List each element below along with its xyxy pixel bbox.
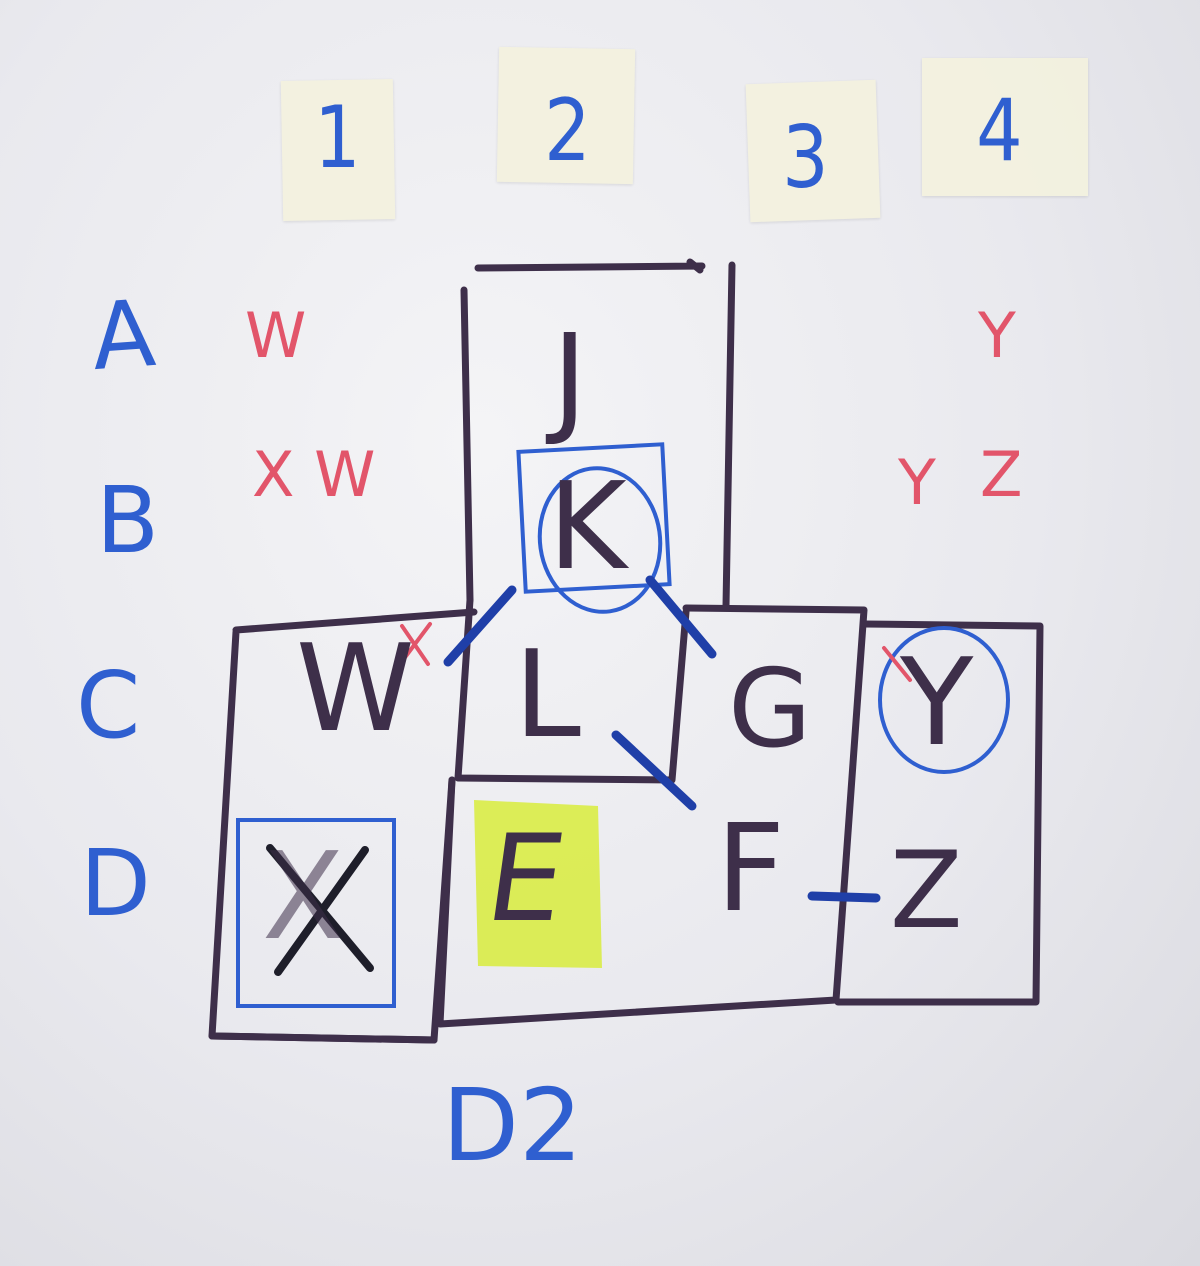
column-label-4: 4	[976, 81, 1023, 181]
note-b1-xw: X W	[252, 438, 376, 511]
column-label-3: 3	[782, 108, 829, 208]
row-label-b: B	[96, 467, 160, 574]
note-a4-y: Y	[978, 299, 1016, 372]
piece-l-outline	[454, 596, 690, 784]
blue-circle-k	[537, 466, 663, 614]
caption-d2: D2	[442, 1067, 583, 1184]
red-mark-y	[882, 646, 912, 682]
piece-k-letter: K	[548, 458, 627, 597]
row-label-c: C	[76, 652, 141, 759]
piece-y-letter: Y	[900, 634, 974, 773]
column-label-1: 1	[314, 88, 361, 188]
piece-x-letter: X	[262, 828, 345, 967]
piece-j-outline	[460, 258, 736, 610]
blue-box-k	[516, 442, 672, 594]
blue-mark-fz	[807, 891, 881, 903]
note-b4-y: Y	[898, 446, 936, 519]
piece-z-letter: Z	[890, 829, 963, 952]
red-x-mark	[398, 622, 432, 666]
note-b4-z: Z	[980, 438, 1023, 511]
piece-l-letter: L	[514, 626, 581, 765]
piece-g-letter: G	[728, 647, 812, 772]
highlight-e	[474, 800, 602, 968]
column-label-2: 2	[544, 81, 591, 181]
piece-x-box-bottom	[208, 1032, 438, 1044]
piece-w-letter: W	[296, 620, 415, 759]
blue-box-x	[236, 818, 396, 1008]
blue-circle-y	[878, 626, 1010, 774]
row-label-d: D	[80, 830, 151, 937]
blue-mark-l	[611, 730, 697, 811]
piece-yz-outline	[834, 620, 1044, 1006]
blue-mark-right	[645, 575, 717, 659]
tape-4	[922, 58, 1088, 196]
blue-mark-left	[443, 585, 517, 667]
note-a1-w: W	[245, 299, 307, 372]
piece-j-letter: J	[552, 310, 588, 449]
piece-f-letter: F	[716, 800, 786, 939]
x-strike-2	[274, 846, 369, 976]
